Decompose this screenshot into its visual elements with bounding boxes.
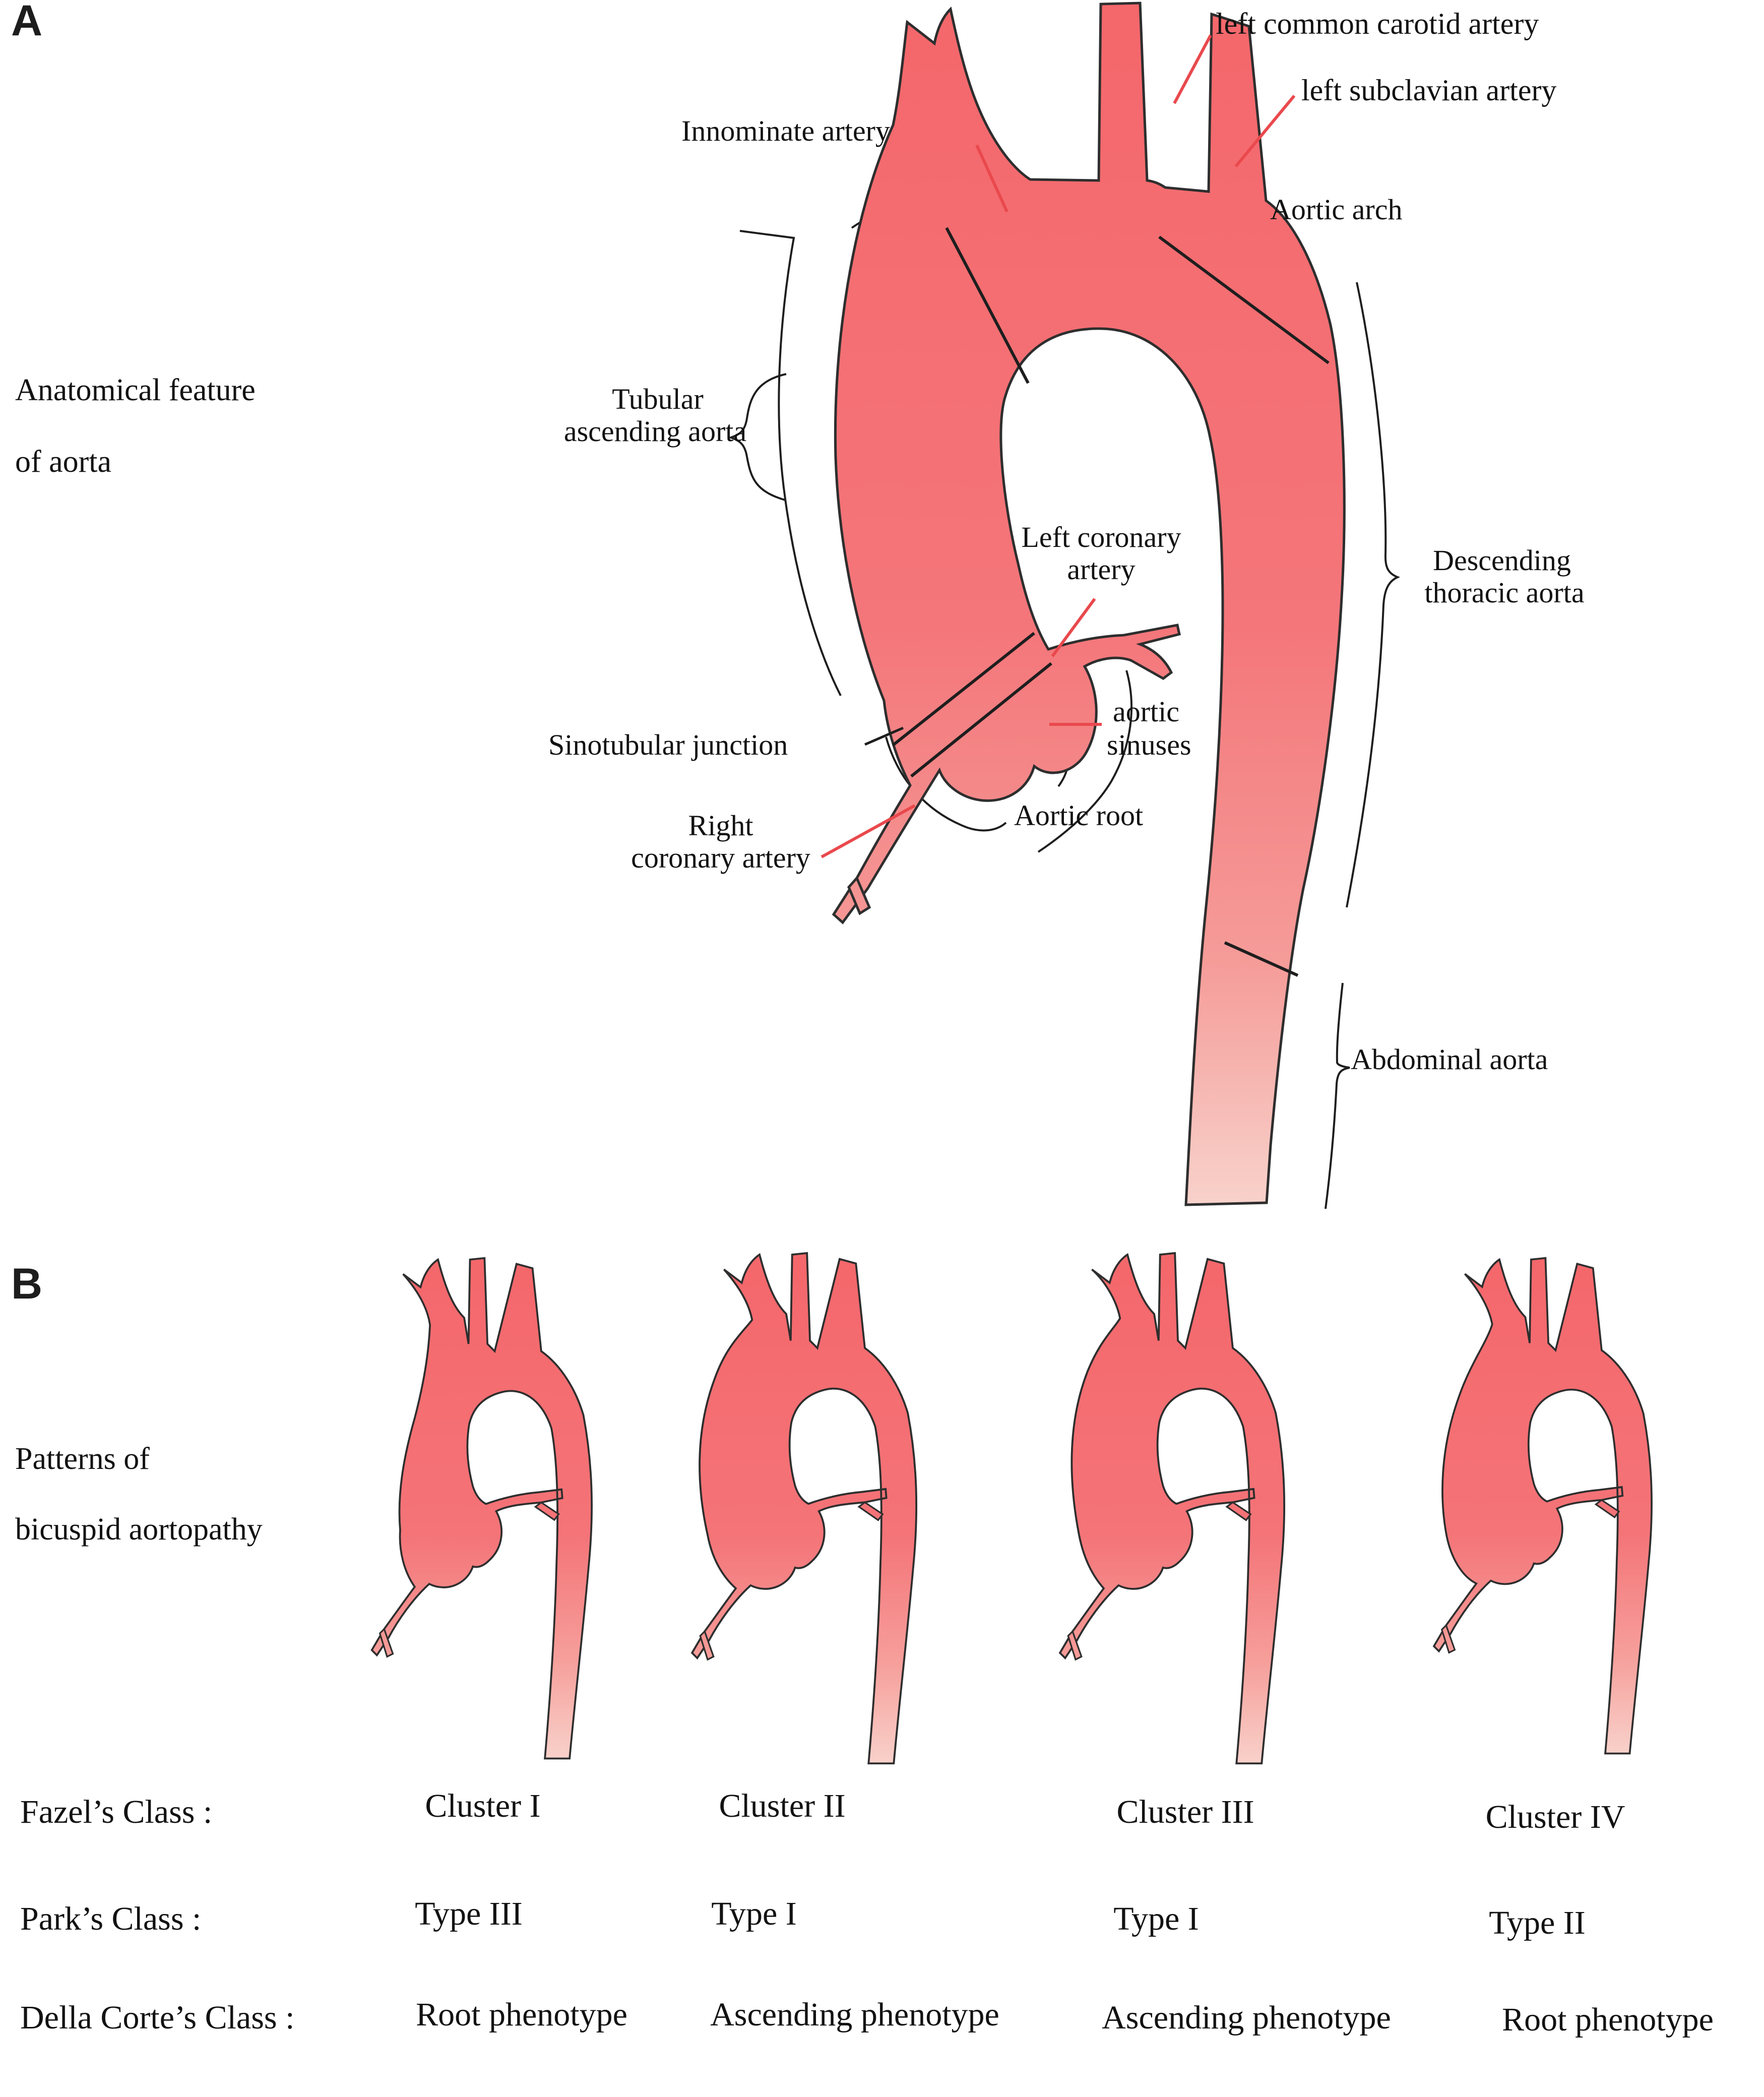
panel-b-letter: B [11, 1260, 43, 1308]
label-aortic-sinuses-1: aortic [1113, 695, 1180, 728]
panel-a-letter: A [11, 0, 43, 45]
fazel-value-cluster-2: Cluster II [719, 1787, 846, 1824]
left-coronary-prong [1225, 1501, 1252, 1521]
label-left-coronary-1: Left coronary [1021, 521, 1181, 553]
descending-contour-brace [1346, 282, 1401, 908]
right-coronary-prong [1440, 1624, 1456, 1654]
right-coronary-second-prong [847, 876, 871, 915]
label-left-coronary-2: artery [1067, 553, 1136, 586]
left-coronary-prong [534, 1501, 560, 1521]
aorta-shape-cluster-2 [690, 1252, 918, 1765]
aorta-shape-cluster-3 [1058, 1252, 1286, 1765]
left-coronary-prong [857, 1501, 884, 1521]
park-value-1: Type III [415, 1895, 523, 1932]
label-descending-2: thoracic aorta [1424, 576, 1585, 609]
label-right-coronary-1: Right [688, 809, 753, 842]
park-value-4: Type II [1489, 1904, 1586, 1941]
aorta-shape-cluster-1 [370, 1257, 593, 1760]
root-under-bracket [885, 736, 1007, 832]
sinotubular-junction-line-1 [892, 632, 1035, 747]
tubular-ascending-brace [727, 373, 787, 501]
aorta-anatomy-illustration [727, 2, 1401, 1209]
aortopathy-cluster-2-illustration [690, 1252, 918, 1765]
root-side-contour [1037, 670, 1132, 853]
row-label-della-corte: Della Corte’s Class : [20, 1999, 295, 2036]
della-corte-value-2: Ascending phenotype [710, 1996, 999, 2033]
label-aortic-arch: Aortic arch [1270, 193, 1403, 226]
aortopathy-cluster-3-illustration [1058, 1252, 1286, 1765]
aortopathy-cluster-1-illustration [370, 1257, 593, 1760]
label-left-common-carotid: left common carotid artery [1216, 7, 1539, 40]
leader-carotid [1173, 34, 1212, 104]
della-corte-value-3: Ascending phenotype [1102, 1999, 1391, 2036]
right-coronary-prong [1067, 1630, 1083, 1661]
fazel-value-cluster-4: Cluster IV [1485, 1799, 1625, 1835]
leader-subclavian [1234, 95, 1296, 167]
boundary-thoracic-abdominal [1224, 941, 1299, 977]
leader-innominate [975, 144, 1009, 213]
ascending-contour [739, 230, 842, 696]
section-label-anatomical-2: of aorta [15, 445, 112, 479]
right-coronary-prong [699, 1630, 715, 1661]
section-label-patterns-1: Patterns of [15, 1442, 150, 1476]
label-abdominal-aorta: Abdominal aorta [1351, 1043, 1548, 1076]
sinotubular-junction-line-2 [910, 662, 1052, 778]
row-label-park: Park’s Class : [20, 1900, 202, 1937]
aorta-shape-cluster-4 [1432, 1257, 1653, 1755]
left-coronary-prong [1594, 1499, 1620, 1519]
section-label-patterns-2: bicuspid aortopathy [15, 1512, 263, 1547]
label-descending-1: Descending [1433, 544, 1571, 577]
label-aortic-root: Aortic root [1014, 799, 1144, 832]
label-aortic-sinuses-2: sinuses [1107, 728, 1191, 761]
fazel-value-cluster-3: Cluster III [1116, 1794, 1254, 1830]
boundary-ascending-arch [945, 227, 1030, 384]
abdominal-contour-brace [1325, 982, 1350, 1209]
aortopathy-cluster-4-illustration [1432, 1257, 1653, 1755]
label-tubular-ascending-1: Tubular [612, 383, 704, 415]
label-sinotubular-junction: Sinotubular junction [548, 728, 788, 761]
park-value-3: Type I [1113, 1900, 1199, 1937]
della-corte-value-4: Root phenotype [1502, 2001, 1714, 2038]
label-right-coronary-2: coronary artery [631, 841, 810, 874]
section-label-anatomical-1: Anatomical feature [15, 373, 256, 407]
sinotubular-label-line [864, 726, 904, 746]
leader-left-coronary [1051, 598, 1096, 657]
boundary-arch-descending [1158, 235, 1330, 364]
label-innominate: Innominate artery [681, 114, 890, 147]
row-label-fazel: Fazel’s Class : [20, 1794, 213, 1830]
right-coronary-prong [379, 1627, 394, 1658]
della-corte-value-1: Root phenotype [416, 1996, 627, 2033]
leader-right-coronary [821, 804, 916, 858]
label-tubular-ascending-2: ascending aorta [563, 415, 747, 448]
park-value-2: Type I [711, 1895, 797, 1932]
fazel-value-cluster-1: Cluster I [425, 1787, 541, 1824]
label-left-subclavian: left subclavian artery [1301, 74, 1557, 107]
aorta-body [832, 2, 1346, 1206]
